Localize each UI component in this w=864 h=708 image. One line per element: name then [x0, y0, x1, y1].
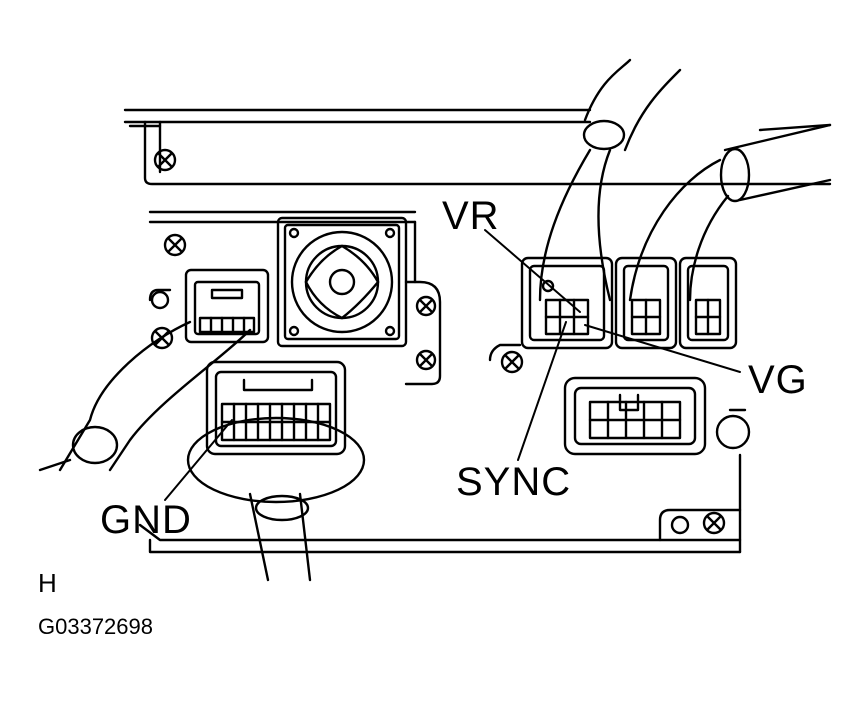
bottom-right-connector [563, 376, 707, 456]
left-small-connector [184, 268, 270, 344]
panel-hole-left [150, 290, 170, 310]
sync-leader [517, 321, 567, 461]
chassis-hole [670, 515, 690, 535]
middle-right-connector [614, 256, 678, 350]
vg-leader [584, 324, 741, 373]
cooling-fan [276, 216, 408, 348]
figure-id: G03372698 [38, 614, 153, 639]
left-wire-harness [38, 320, 252, 472]
fan-mount-tab [404, 280, 442, 386]
vr-leader [484, 229, 581, 313]
vr-label: VR [442, 194, 500, 238]
vr-vg-connector [520, 256, 614, 350]
sync-label: SYNC [456, 460, 572, 504]
right-wire-harness-top [538, 58, 682, 302]
round-port [715, 408, 751, 450]
gnd-leader [164, 419, 233, 501]
top-bracket [123, 108, 832, 186]
bracket-screw-top [153, 148, 177, 172]
chassis-screw [702, 511, 726, 535]
gnd-label: GND [100, 498, 192, 542]
far-right-connector [678, 256, 738, 350]
section-label: H [38, 568, 57, 598]
gnd-connector [205, 360, 347, 456]
middle-panel [148, 210, 417, 302]
bottom-chassis [138, 453, 742, 554]
right-panel-screw [488, 343, 524, 374]
panel-screw-left [163, 233, 187, 257]
vg-label: VG [748, 358, 808, 402]
callout-leaders [164, 229, 741, 501]
gnd-harness [186, 416, 366, 582]
right-wire-harness-side [628, 123, 832, 302]
